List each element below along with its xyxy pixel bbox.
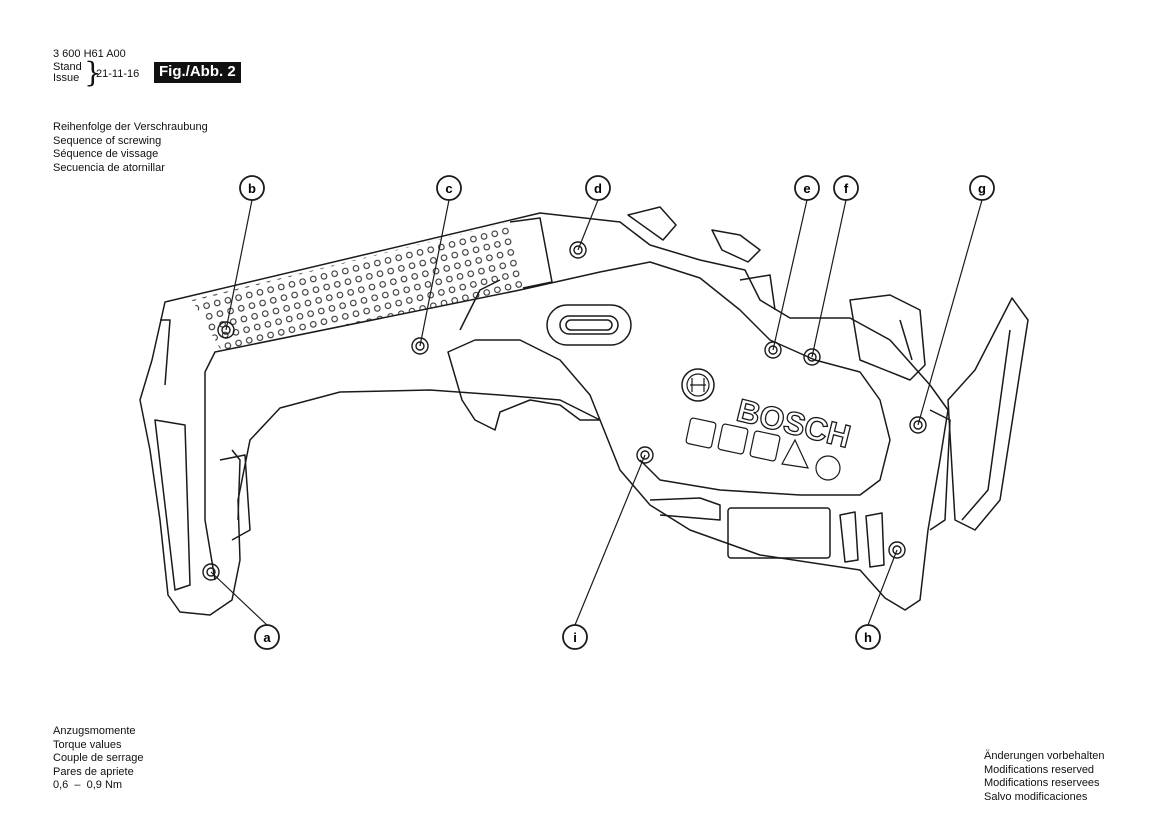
torque-title-en: Torque values: [53, 738, 122, 751]
callout-f: f: [833, 175, 859, 201]
warning-triangle-icon: [781, 438, 810, 469]
warning-icons: [685, 417, 841, 481]
screw-hole-f: [803, 348, 821, 366]
sequence-title-en: Sequence of screwing: [53, 134, 162, 147]
screw-hole-e: [764, 341, 782, 359]
torque-title-de: Anzugsmomente: [53, 725, 136, 737]
eye-protection-icon: [815, 455, 841, 481]
screw-hole-d: [569, 241, 587, 259]
screw-hole-b: [217, 321, 235, 339]
figure-label: Fig./Abb. 2: [154, 62, 241, 83]
sequence-title-fr: Séquence de vissage: [53, 148, 159, 160]
torque-title-fr: Couple de serrage: [53, 752, 144, 764]
svg-text:h: h: [864, 630, 872, 645]
document-number: 3 600 H61 A00: [53, 48, 126, 60]
sequence-title-es: Secuencia de atornillar: [53, 161, 165, 174]
issue-date: 21-11-16: [96, 68, 140, 80]
sequence-title-de: Reihenfolge der Verschraubung: [53, 121, 208, 133]
callout-i: i: [562, 624, 588, 650]
torque-title-es: Pares de apriete: [53, 765, 134, 778]
modifications-es: Salvo modificaciones: [984, 790, 1088, 803]
svg-text:f: f: [844, 181, 849, 196]
modifications-en: Modifications reserved: [984, 763, 1095, 776]
callout-c: c: [436, 175, 462, 201]
stand-issue-labels: Stand Issue: [53, 62, 82, 84]
torque-value: 0,6 – 0,9 Nm: [53, 779, 123, 791]
svg-text:a: a: [263, 630, 271, 645]
screw-holes: [202, 241, 927, 581]
svg-text:g: g: [978, 181, 986, 196]
bosch-logo-icon: [681, 368, 715, 402]
torque-values: Anzugsmomente Torque values Couple de se…: [53, 725, 144, 793]
callout-g: g: [969, 175, 995, 201]
sequence-title: Reihenfolge der Verschraubung Sequence o…: [53, 121, 208, 175]
issue-label: Issue: [53, 72, 80, 84]
callout-b: b: [239, 175, 265, 201]
modifications-fr: Modifications reservees: [984, 777, 1100, 789]
svg-text:b: b: [248, 181, 256, 196]
stand-label: Stand: [53, 61, 82, 73]
screw-hole-i: [636, 446, 654, 464]
svg-text:i: i: [573, 630, 577, 645]
no-disposal-icon: [685, 417, 717, 449]
callout-d: d: [585, 175, 611, 201]
glove-icon: [717, 423, 749, 455]
svg-text:e: e: [803, 181, 810, 196]
callout-a: a: [254, 624, 280, 650]
callout-e: e: [794, 175, 820, 201]
brace-icon: }: [84, 56, 102, 89]
screw-hole-h: [888, 541, 906, 559]
screw-hole-c: [411, 337, 429, 355]
callout-h: h: [855, 624, 881, 650]
screw-hole-g: [909, 416, 927, 434]
svg-text:d: d: [594, 181, 602, 196]
manual-icon: [749, 430, 781, 462]
modifications-notice: Änderungen vorbehalten Modifications res…: [984, 750, 1104, 804]
modifications-de: Änderungen vorbehalten: [984, 750, 1105, 762]
screw-hole-a: [202, 563, 220, 581]
callouts: b c d e f g a i h: [239, 175, 995, 650]
leader-lines: [210, 199, 983, 626]
svg-text:c: c: [445, 181, 452, 196]
